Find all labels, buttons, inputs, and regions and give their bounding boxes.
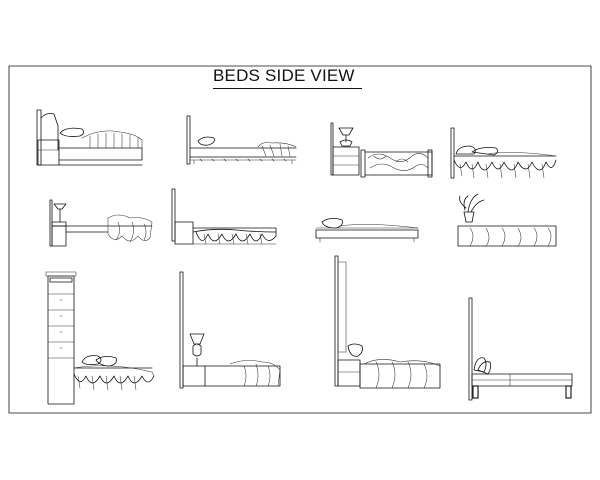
drawing-title: BEDS SIDE VIEW xyxy=(213,66,355,85)
bed-12-slim-headboard-posts xyxy=(468,297,573,401)
bed-4-ruffled-skirt xyxy=(450,127,557,179)
bed-10-tall-with-lamp xyxy=(179,271,281,389)
bed-11-very-tall-headboard xyxy=(334,255,441,389)
bed-3-ornate-with-lamp xyxy=(330,122,433,178)
bed-2-frame-bed xyxy=(186,115,297,165)
sheet-border xyxy=(8,65,592,414)
bed-7-platform-with-pillow xyxy=(315,218,419,243)
bed-9-wardrobe-headboard xyxy=(45,271,155,405)
bed-5-low-with-lamp xyxy=(49,199,153,247)
bed-6-tall-headboard-draped xyxy=(171,188,277,245)
bed-1-headboard-with-nightstand xyxy=(36,109,143,166)
bed-8-with-plant xyxy=(457,193,557,247)
title-underline xyxy=(213,88,362,89)
